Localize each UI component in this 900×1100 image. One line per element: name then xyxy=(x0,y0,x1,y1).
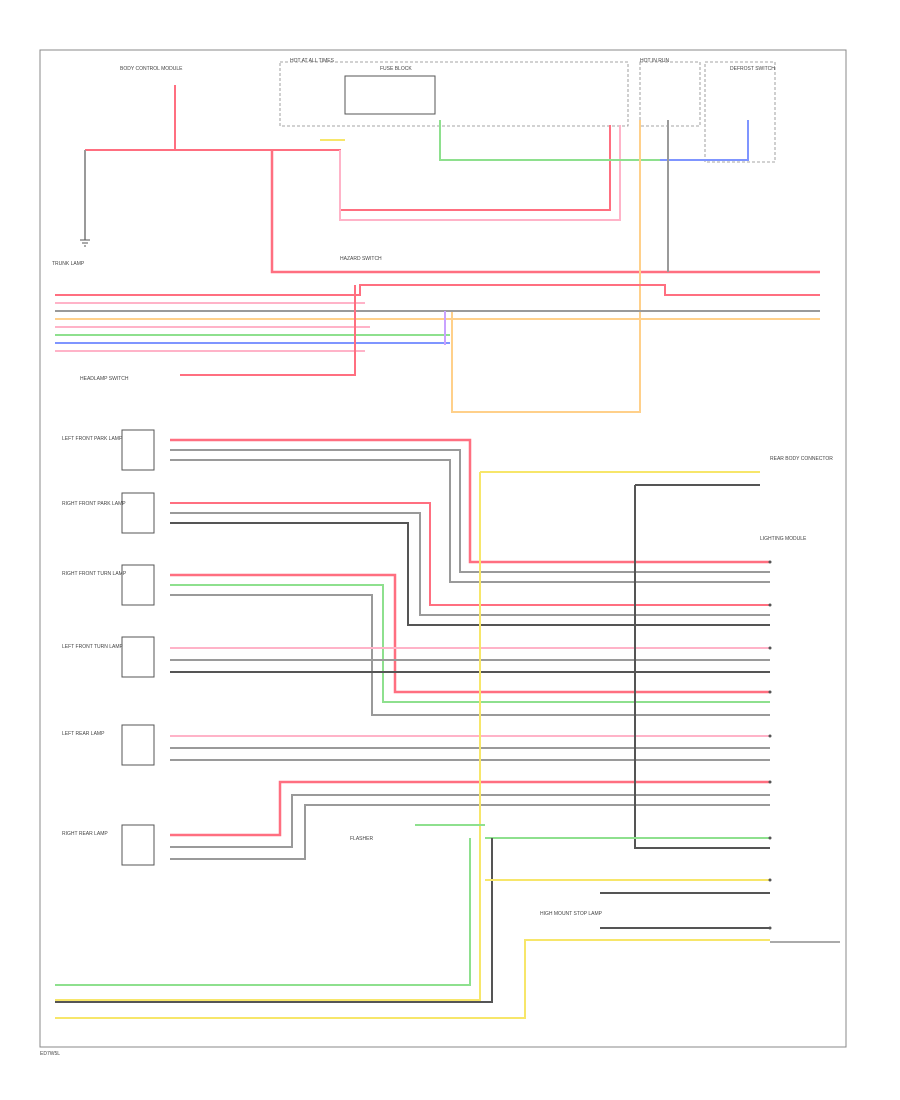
wire-lamp2-dark xyxy=(170,522,770,626)
wire-yellow-bottom xyxy=(55,939,770,1019)
label-headlamp-switch: HEADLAMP SWITCH xyxy=(80,376,129,382)
label-fuse-block: FUSE BLOCK xyxy=(380,66,412,72)
label-trunk-lamp: TRUNK LAMP xyxy=(52,261,85,267)
wire-pink-inner xyxy=(339,125,621,221)
footer-code: ED7W5L xyxy=(40,1051,60,1057)
wire-lamp2-red xyxy=(170,502,770,606)
lamp-wiring xyxy=(170,438,770,860)
label-hazard-switch: HAZARD SWITCH xyxy=(340,256,382,262)
label-hot-at-all-times: HOT AT ALL TIMES xyxy=(290,58,335,64)
wire-lamp3-green xyxy=(170,584,770,703)
label-lf-park: LEFT FRONT PARK LAMP xyxy=(62,436,123,442)
wire-lamp6-gray xyxy=(170,794,770,848)
label-rear-body-connector: REAR BODY CONNECTOR xyxy=(770,456,833,462)
bus-red-return xyxy=(180,285,356,376)
top-wiring xyxy=(84,85,820,413)
wire-lamp3-gray xyxy=(170,594,770,716)
wire-lamp1-gray-a xyxy=(170,449,770,573)
wire-orange-vertical xyxy=(451,120,641,413)
wire-red-drop xyxy=(270,150,820,274)
lamp-box-5 xyxy=(121,724,155,766)
label-rf-park: RIGHT FRONT PARK LAMP xyxy=(62,501,126,507)
wire-dark-rear-vertical xyxy=(634,485,770,849)
wire-lamp1-red xyxy=(170,438,770,564)
hot-in-run-outline xyxy=(639,61,701,127)
label-defrost-switch: DEFROST SWITCH xyxy=(730,66,775,72)
bus-bundle xyxy=(55,284,820,376)
lamp-box-6 xyxy=(121,824,155,866)
lamp-box-1 xyxy=(121,429,155,471)
label-lf-turn: LEFT FRONT TURN LAMP xyxy=(62,644,124,650)
label-rf-turn: RIGHT FRONT TURN LAMP xyxy=(62,571,127,577)
label-flasher: FLASHER xyxy=(350,836,373,842)
lamp-box-4 xyxy=(121,636,155,678)
label-hot-in-run: HOT IN RUN xyxy=(640,58,669,64)
label-rr-lamp: RIGHT REAR LAMP xyxy=(62,831,108,837)
relay-box xyxy=(344,75,436,115)
wire-green-top xyxy=(439,120,660,161)
lamp-box-2 xyxy=(121,492,155,534)
wire-yellow-long-vertical xyxy=(55,472,481,1001)
left-lamps xyxy=(121,429,155,866)
diagram-frame xyxy=(39,49,847,1048)
label-hmsl: HIGH MOUNT STOP LAMP xyxy=(540,911,603,917)
wire-lamp6-gray-b xyxy=(170,804,770,860)
ground-symbols xyxy=(80,239,90,247)
fuse-block-outline xyxy=(279,61,629,127)
bottom-wiring xyxy=(55,471,840,1019)
label-lr-lamp: LEFT REAR LAMP xyxy=(62,731,105,737)
wire-green-bottom xyxy=(55,838,471,986)
label-bcm: BODY CONTROL MODULE xyxy=(120,66,183,72)
defrost-switch-outline xyxy=(704,61,776,163)
wire-lamp1-gray-b xyxy=(170,459,770,583)
wire-lamp2-gray xyxy=(170,512,770,616)
wire-lamp6-red xyxy=(170,780,770,837)
label-lighting-module: LIGHTING MODULE xyxy=(760,536,807,542)
wire-red-main-top xyxy=(85,125,611,211)
bus-red xyxy=(55,284,820,296)
wire-blue-top xyxy=(660,120,749,161)
wire-lamp3-red xyxy=(170,573,770,694)
wire-dark-bottom xyxy=(55,838,493,1003)
lamp-box-3 xyxy=(121,564,155,606)
right-connector-pins xyxy=(768,560,772,930)
